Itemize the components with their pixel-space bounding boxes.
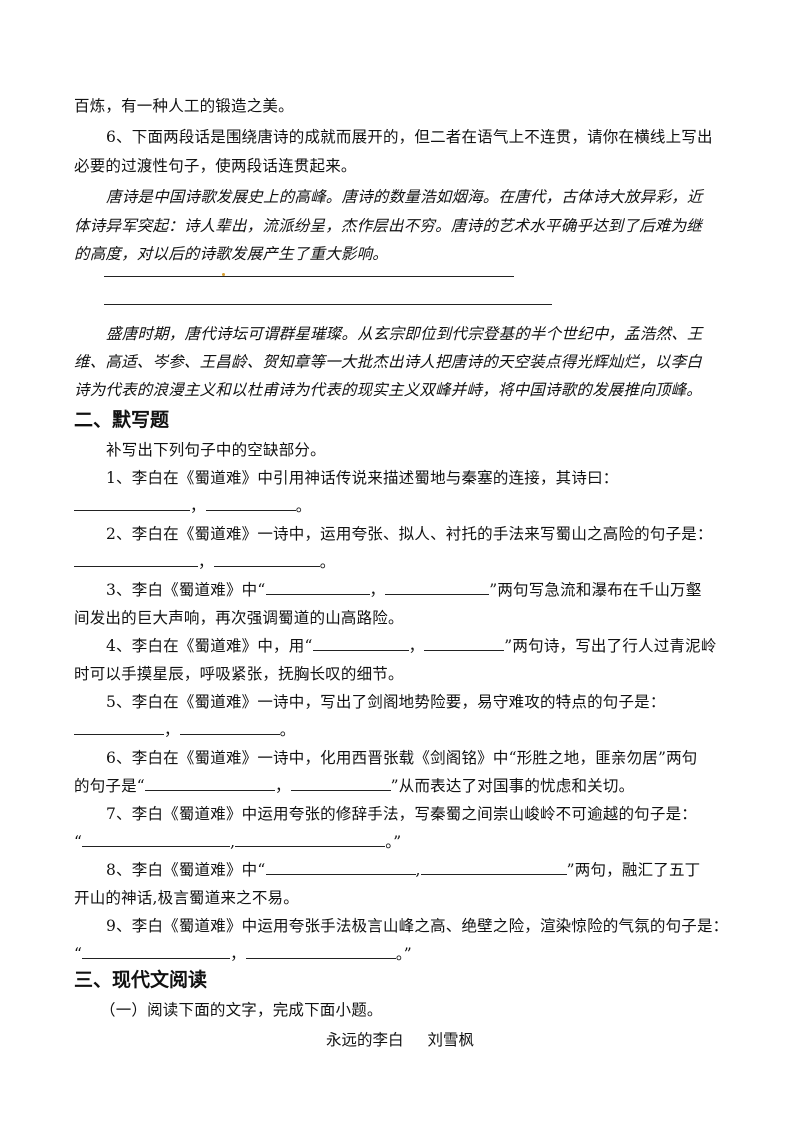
dictation-q3-line-2: 间发出的巨大声响，再次强调蜀道的山高路险。 — [74, 609, 404, 627]
blank-q4-1[interactable] — [312, 636, 409, 651]
section-3-heading: 三、现代文阅读 — [74, 969, 208, 991]
dictation-q5-blanks: ，。 — [74, 720, 295, 740]
dictation-q3-line-1: 3、李白《蜀道难》中“，”两句写急流和瀑布在千山万壑 — [106, 580, 702, 599]
period: 。 — [319, 553, 336, 571]
paragraph-1-line-3: 的高度，对以后的诗歌发展产生了重大影响。 — [74, 245, 389, 263]
marker-dot — [222, 273, 225, 276]
paragraph-1-line-2: 体诗异军突起：诗人辈出，流派纷呈，杰作层出不穷。唐诗的艺术水平确乎达到了后难为继 — [74, 217, 703, 235]
dictation-q8-line-1: 8、李白《蜀道难》中“,”两句，融汇了五丁 — [106, 860, 701, 879]
blank-q4-2[interactable] — [424, 636, 505, 651]
dictation-q6-line-1: 6、李白在《蜀道难》一诗中，化用西晋张载《剑阁铭》中“形胜之地，匪亲勿居”两句 — [106, 749, 698, 767]
dictation-q2-blanks: ，。 — [74, 552, 335, 572]
blank-q8-1[interactable] — [265, 860, 416, 875]
paragraph-2-line-2: 维、高适、岑参、王昌龄、贺知章等一大批杰出诗人把唐诗的天空装点得光辉灿烂，以李白 — [74, 353, 703, 371]
continuation-line: 百炼，有一种人工的锻造之美。 — [74, 97, 294, 115]
period: 。 — [295, 497, 312, 515]
comma: ， — [198, 553, 214, 571]
blank-q3-2[interactable] — [385, 580, 490, 595]
dictation-q9-blanks: “，。” — [74, 944, 412, 963]
blank-q6-2[interactable] — [290, 776, 391, 791]
dictation-q9-line-1: 9、李白《蜀道难》中运用夸张手法极言山峰之高、绝壁之险，渲染惊险的气氛的句子是： — [106, 917, 729, 935]
blank-q7-2[interactable] — [235, 832, 386, 847]
blank-q1-1[interactable] — [74, 496, 190, 511]
dictation-q4-line-1: 4、李白在《蜀道难》中，用“，”两句诗，写出了行人过青泥岭 — [106, 636, 717, 655]
question-6-line-2: 必要的过渡性句子，使两段话连贯起来。 — [74, 157, 357, 175]
section-2-intro: 补写出下列句子中的空缺部分。 — [106, 441, 326, 459]
dictation-q7-line-1: 7、李白《蜀道难》中运用夸张的修辞手法，写秦蜀之间崇山峻岭不可逾越的句子是： — [106, 805, 697, 823]
blank-q9-1[interactable] — [82, 944, 231, 959]
dictation-q1-blanks: ，。 — [74, 496, 311, 516]
paragraph-2-line-1: 盛唐时期，唐代诗坛可谓群星璀璨。从玄宗即位到代宗登基的半个世纪中，孟浩然、王 — [106, 325, 703, 343]
article-title-line: 永远的李白 刘雪枫 — [0, 1030, 800, 1050]
blank-q8-2[interactable] — [420, 860, 567, 875]
question-6-line-1: 6、下面两段话是围绕唐诗的成就而展开的，但二者在语气上不连贯，请你在横线上写出 — [106, 128, 713, 146]
blank-q6-1[interactable] — [144, 776, 275, 791]
section-2-heading: 二、默写题 — [74, 409, 170, 431]
comma: ， — [190, 497, 206, 515]
blank-q2-1[interactable] — [74, 552, 198, 567]
dictation-q5-line-1: 5、李白在《蜀道难》一诗中，写出了剑阁地势险要，易守难攻的特点的句子是： — [106, 693, 666, 711]
answer-line-2[interactable] — [104, 304, 552, 305]
section-3-intro: （一）阅读下面的文字，完成下面小题。 — [100, 1001, 383, 1019]
blank-q5-1[interactable] — [74, 720, 164, 735]
article-author: 刘雪枫 — [427, 1031, 475, 1049]
answer-line-1[interactable] — [104, 276, 514, 277]
blank-q9-2[interactable] — [245, 944, 396, 959]
blank-q7-1[interactable] — [82, 832, 231, 847]
dictation-q8-line-2: 开山的神话,极言蜀道来之不易。 — [74, 889, 299, 907]
dictation-q4-line-2: 时可以手摸星辰，呼吸紧张，抚胸长叹的细节。 — [74, 665, 404, 683]
dictation-q6-line-2: 的句子是“，”从而表达了对国事的忧虑和关切。 — [74, 776, 635, 795]
blank-q2-2[interactable] — [213, 552, 320, 567]
paragraph-2-line-3: 诗为代表的浪漫主义和以杜甫诗为代表的现实主义双峰并峙，将中国诗歌的发展推向顶峰。 — [74, 381, 703, 399]
blank-q1-2[interactable] — [205, 496, 296, 511]
article-title: 永远的李白 — [325, 1031, 404, 1049]
blank-q5-2[interactable] — [179, 720, 280, 735]
blank-q3-1[interactable] — [265, 580, 370, 595]
dictation-q2-line-1: 2、李白在《蜀道难》一诗中，运用夸张、拟人、衬托的手法来写蜀山之高险的句子是： — [106, 525, 713, 543]
dictation-q7-blanks: “,。” — [74, 832, 402, 851]
dictation-q1-line-1: 1、李白在《蜀道难》中引用神话传说来描述蜀地与秦塞的连接，其诗曰： — [106, 469, 619, 487]
paragraph-1-line-1: 唐诗是中国诗歌发展史上的高峰。唐诗的数量浩如烟海。在唐代，古体诗大放异彩，近 — [106, 188, 703, 206]
